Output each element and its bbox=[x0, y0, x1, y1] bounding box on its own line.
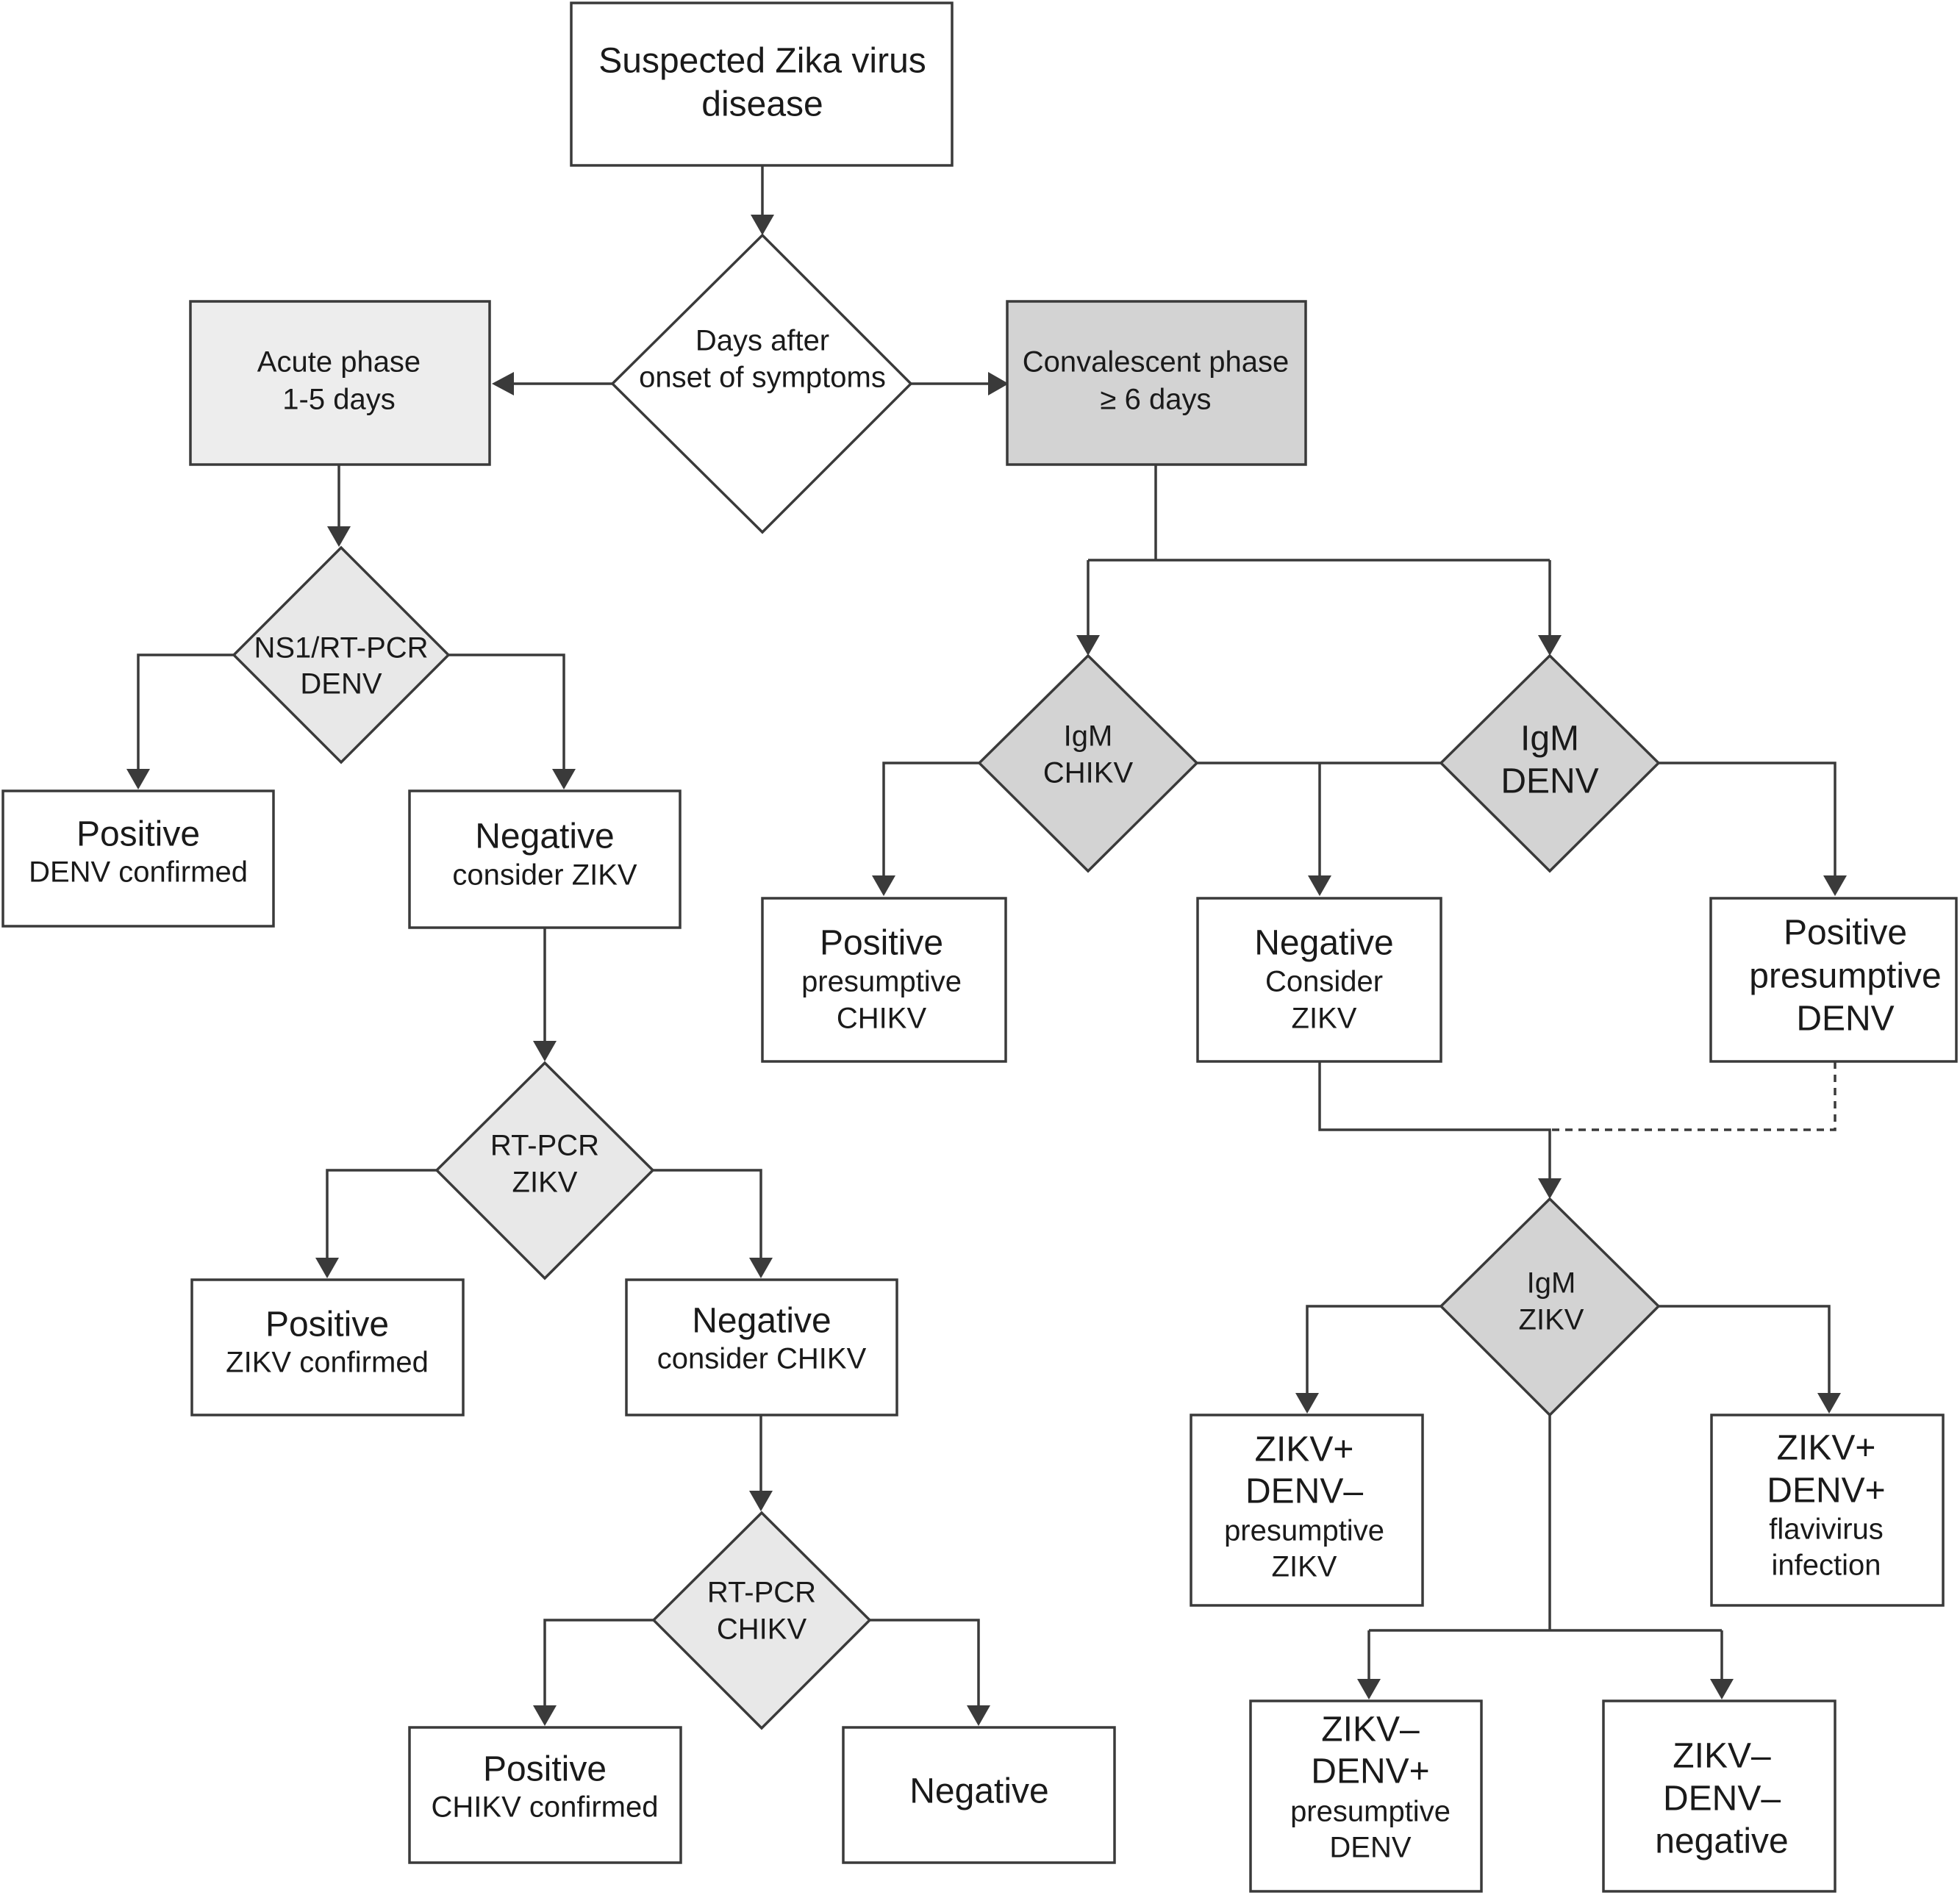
zp-dp-line-4: infection bbox=[1772, 1550, 1881, 1582]
zp-dp-line-3: flavivirus bbox=[1769, 1514, 1884, 1546]
ns1-line-1: NS1/RT-PCR bbox=[254, 632, 428, 664]
days-line-1: Days after bbox=[695, 325, 829, 357]
ns1-line-2: DENV bbox=[300, 668, 382, 701]
rtpcr-zikv-line-1: RT-PCR bbox=[490, 1130, 599, 1162]
igm-denv-decision: IgM DENV bbox=[1439, 653, 1661, 873]
rtpcr-zikv-line-2: ZIKV bbox=[512, 1167, 578, 1199]
convalescent-line-1: Convalescent phase bbox=[1023, 346, 1289, 379]
zp-dn-line-3: presumptive bbox=[1224, 1515, 1384, 1547]
acute-line-2: 1-5 days bbox=[282, 384, 395, 416]
rtpcr-chikv-line-1: RT-PCR bbox=[707, 1577, 816, 1609]
neg-consider-line-3: ZIKV bbox=[1292, 1003, 1357, 1035]
negative-consider-zikv-right-box: Negative Consider ZIKV bbox=[1196, 897, 1442, 1063]
start-box: Suspected Zika virus disease bbox=[570, 1, 954, 167]
zp-dn-line-4: ZIKV bbox=[1272, 1551, 1337, 1583]
pres-chikv-line-1: Positive bbox=[820, 924, 943, 963]
igm-denv-line-1: IgM bbox=[1520, 720, 1579, 759]
positive-presumptive-denv-box: Positive presumptive DENV bbox=[1709, 897, 1958, 1063]
neg-zikv-line-2: consider ZIKV bbox=[452, 859, 637, 892]
zikv-neg-denv-pos-box: ZIKV– DENV+ presumptive DENV bbox=[1249, 1699, 1483, 1893]
pres-chikv-line-2: presumptive bbox=[801, 966, 962, 998]
convalescent-phase-box: Convalescent phase ≥ 6 days bbox=[1006, 300, 1307, 466]
zn-dp-line-2: DENV+ bbox=[1311, 1752, 1429, 1791]
zp-dp-line-2: DENV+ bbox=[1767, 1472, 1885, 1511]
acute-phase-box: Acute phase 1-5 days bbox=[189, 300, 491, 466]
zn-dp-line-3: presumptive bbox=[1290, 1796, 1451, 1828]
acute-line-1: Acute phase bbox=[257, 346, 421, 379]
zn-dn-line-2: DENV– bbox=[1663, 1780, 1781, 1819]
zn-dn-line-3: negative bbox=[1655, 1822, 1788, 1861]
pos-zikv-line-1: Positive bbox=[265, 1305, 389, 1344]
zn-dp-line-4: DENV bbox=[1329, 1832, 1411, 1864]
zikv-pos-denv-neg-box: ZIKV+ DENV– presumptive ZIKV bbox=[1190, 1414, 1424, 1607]
pos-denv-line-2: DENV confirmed bbox=[29, 856, 248, 889]
zp-dp-line-1: ZIKV+ bbox=[1777, 1429, 1876, 1468]
negative-line-1: Negative bbox=[909, 1772, 1048, 1811]
ns1-rtpcr-denv-decision: NS1/RT-PCR DENV bbox=[232, 545, 451, 764]
pres-denv-line-2: presumptive bbox=[1749, 957, 1941, 996]
neg-chikv-line-2: consider CHIKV bbox=[657, 1343, 867, 1375]
positive-denv-confirmed-box: Positive DENV confirmed bbox=[1, 789, 275, 928]
negative-consider-zikv-box: Negative consider ZIKV bbox=[408, 789, 682, 929]
neg-consider-line-1: Negative bbox=[1254, 924, 1393, 963]
days-decision: Days after onset of symptoms bbox=[610, 233, 913, 534]
igm-zikv-line-1: IgM bbox=[1527, 1267, 1576, 1300]
zikv-neg-denv-neg-box: ZIKV– DENV– negative bbox=[1602, 1699, 1836, 1893]
igm-zikv-decision: IgM ZIKV bbox=[1439, 1197, 1661, 1417]
igm-denv-line-2: DENV bbox=[1501, 762, 1598, 801]
connectors bbox=[126, 165, 1847, 1726]
zp-dn-line-2: DENV– bbox=[1245, 1472, 1363, 1511]
igm-chikv-decision: IgM CHIKV bbox=[977, 653, 1199, 873]
days-line-2: onset of symptoms bbox=[639, 362, 886, 394]
igm-chikv-line-1: IgM bbox=[1064, 720, 1113, 753]
convalescent-line-2: ≥ 6 days bbox=[1101, 384, 1212, 416]
pos-chikv-line-1: Positive bbox=[483, 1750, 607, 1789]
rtpcr-chikv-decision: RT-PCR CHIKV bbox=[651, 1511, 872, 1730]
pos-zikv-line-2: ZIKV confirmed bbox=[226, 1347, 429, 1379]
negative-consider-chikv-box: Negative consider CHIKV bbox=[625, 1278, 898, 1416]
pres-denv-line-3: DENV bbox=[1796, 1000, 1894, 1039]
positive-chikv-confirmed-box: Positive CHIKV confirmed bbox=[408, 1726, 682, 1864]
zp-dn-line-1: ZIKV+ bbox=[1255, 1430, 1354, 1469]
positive-presumptive-chikv-box: Positive presumptive CHIKV bbox=[761, 897, 1007, 1063]
zikv-pos-denv-pos-box: ZIKV+ DENV+ flavivirus infection bbox=[1710, 1414, 1945, 1607]
rtpcr-chikv-line-2: CHIKV bbox=[717, 1613, 807, 1646]
pres-denv-line-1: Positive bbox=[1784, 914, 1907, 953]
start-line-2: disease bbox=[701, 85, 823, 124]
igm-chikv-line-2: CHIKV bbox=[1043, 757, 1134, 789]
negative-box: Negative bbox=[842, 1726, 1116, 1864]
rtpcr-zikv-decision: RT-PCR ZIKV bbox=[434, 1061, 655, 1280]
neg-zikv-line-1: Negative bbox=[475, 817, 614, 856]
positive-zikv-confirmed-box: Positive ZIKV confirmed bbox=[190, 1278, 465, 1416]
igm-zikv-line-2: ZIKV bbox=[1519, 1304, 1584, 1336]
zn-dn-line-1: ZIKV– bbox=[1673, 1737, 1771, 1776]
pos-chikv-line-2: CHIKV confirmed bbox=[432, 1791, 659, 1824]
zn-dp-line-1: ZIKV– bbox=[1321, 1710, 1420, 1749]
pos-denv-line-1: Positive bbox=[76, 815, 200, 854]
start-line-1: Suspected Zika virus bbox=[598, 42, 926, 81]
neg-chikv-line-1: Negative bbox=[692, 1302, 831, 1341]
neg-consider-line-2: Consider bbox=[1265, 966, 1383, 998]
pres-chikv-line-3: CHIKV bbox=[837, 1003, 927, 1035]
